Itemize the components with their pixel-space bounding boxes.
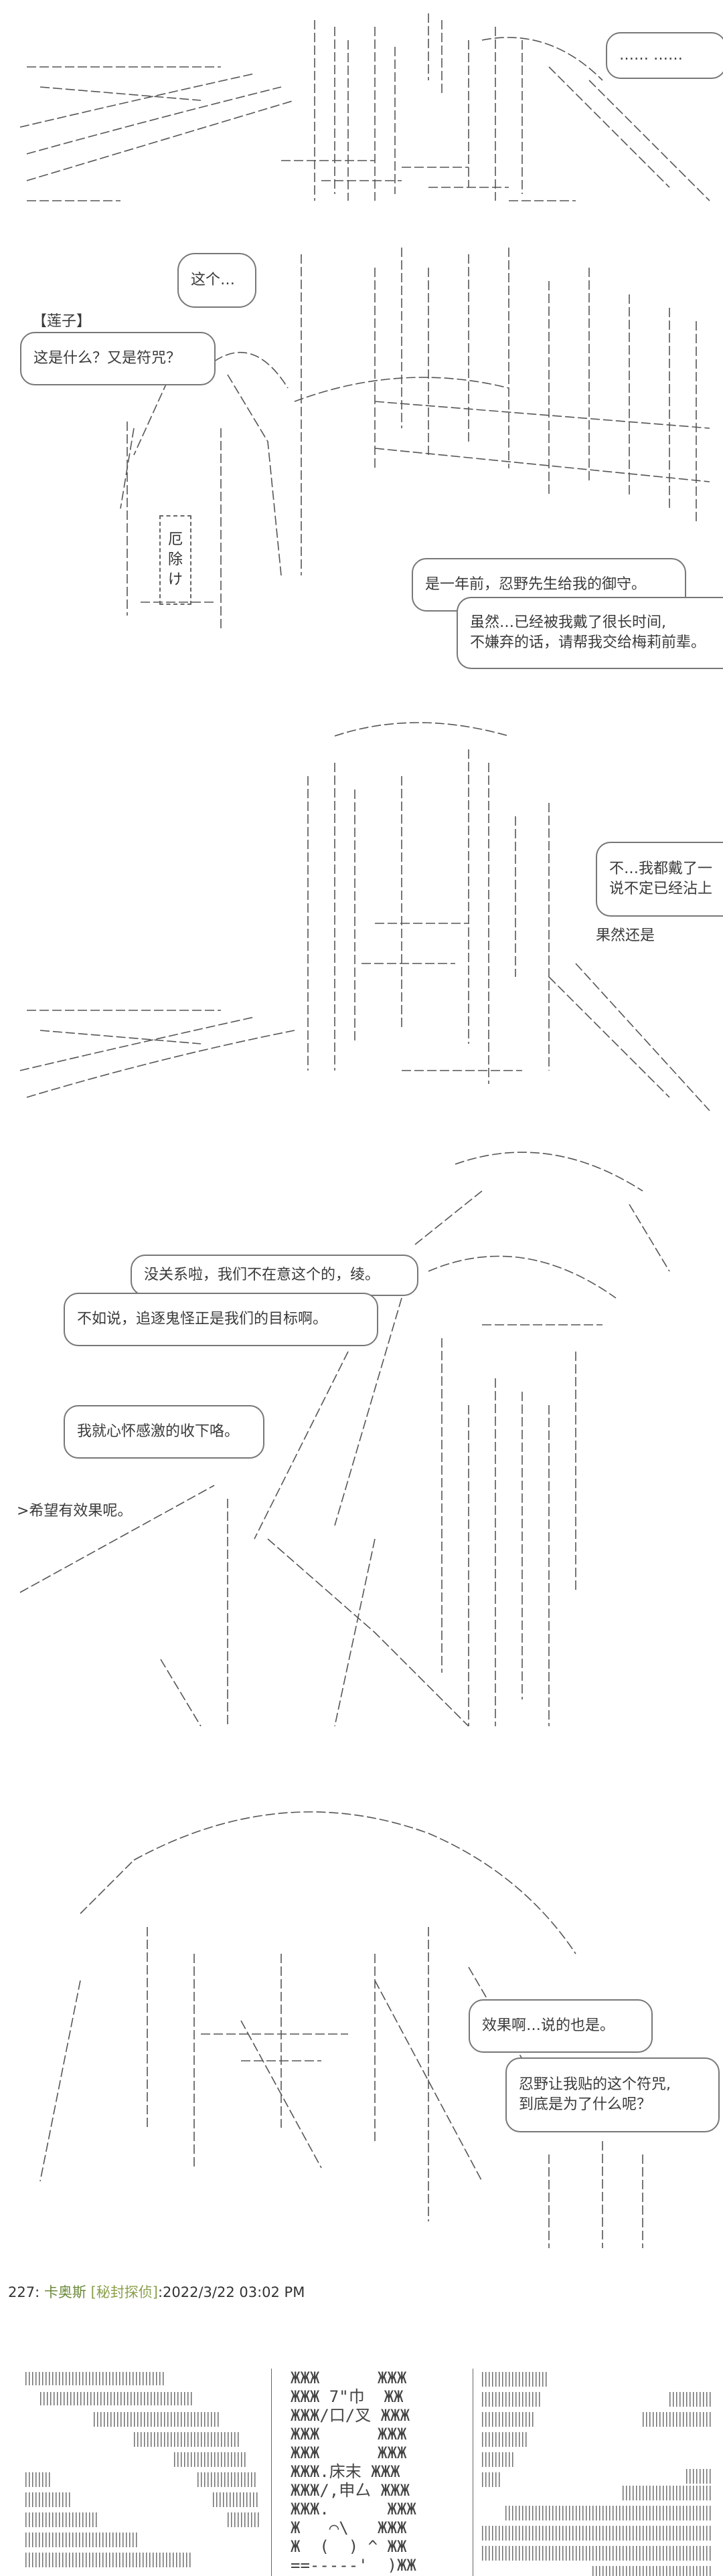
charm-art-row: ЖЖЖ ЖЖЖ	[291, 2369, 407, 2387]
bubble-text: 这个…	[191, 272, 236, 288]
speech-bubble-why: 忍野让我贴的这个符咒, 到底是为了什么呢？	[505, 2057, 720, 2132]
panel-1-ascii-art	[0, 0, 723, 227]
hatch-art	[482, 2412, 536, 2427]
bubble-line: 说不定已经沾上	[609, 881, 713, 897]
charm-art-row: ЖЖЖ/口/叉 ЖЖЖ	[291, 2406, 410, 2425]
bubble-text: 没关系啦，我们不在意这个的，绫。	[144, 1267, 380, 1283]
hatch-art	[592, 2566, 713, 2576]
hatch-art	[482, 2546, 713, 2561]
bubble-text: 这是什么？又是符咒？	[33, 350, 181, 367]
bubble-line: 忍野让我贴的这个符咒,	[519, 2076, 671, 2093]
bubble-line: 不嫌弃的话，请帮我交给梅莉前辈。	[470, 634, 706, 651]
bubble-text: 我就心怀感激的收下咯。	[77, 1423, 240, 1440]
speech-bubble-what: 这是什么？又是符咒？	[20, 332, 216, 385]
speech-bubble-accept: 我就心怀感激的收下咯。	[64, 1405, 264, 1459]
hatch-art	[669, 2392, 713, 2407]
charm-art-box: ЖЖЖ ЖЖЖ ЖЖЖ 7"巾 ЖЖ ЖЖЖ/口/叉 ЖЖЖ ЖЖЖ ЖЖЖ Ж…	[271, 2369, 473, 2576]
hatch-art	[40, 2392, 194, 2405]
hatch-art	[134, 2432, 241, 2447]
bubble-line: 虽然…已经被我戴了很长时间,	[470, 614, 666, 631]
hatch-art	[213, 2492, 260, 2507]
hatch-art	[174, 2452, 248, 2467]
speech-bubble-although: 虽然…已经被我戴了很长时间, 不嫌弃的话，请帮我交给梅莉前辈。	[457, 597, 723, 669]
hatch-art	[643, 2412, 713, 2427]
speaker-label: 【莲子】	[32, 313, 92, 330]
bubble-line: 到底是为了什么呢？	[519, 2096, 652, 2113]
charm-art-row: ==----‐' )ЖЖ	[291, 2556, 416, 2575]
hatch-art	[25, 2492, 72, 2507]
charm-art-row: ЖЖЖ/,申厶 ЖЖЖ	[291, 2481, 410, 2500]
speech-bubble-ellipsis: …… ……	[606, 32, 723, 79]
charm-char: 除	[167, 551, 183, 568]
hatch-art	[505, 2506, 713, 2520]
bubble-text: 是一年前，忍野先生给我的御守。	[425, 576, 647, 593]
bubble-text: 效果啊…说的也是。	[482, 2017, 615, 2034]
charm-art-row: Ж ( ) ^ ЖЖ	[291, 2537, 407, 2556]
bubble-text: …… ……	[619, 47, 683, 64]
hatch-art	[94, 2412, 221, 2427]
narration-as-expected: 果然还是	[596, 927, 655, 944]
charm-art-row: ЖЖЖ ЖЖЖ	[291, 2425, 407, 2444]
hatch-art	[482, 2472, 502, 2487]
hatch-art	[482, 2526, 713, 2541]
bubble-text: 不如说，追逐鬼怪正是我们的目标啊。	[77, 1311, 328, 1327]
hatch-art	[623, 2486, 713, 2500]
hatch-art	[482, 2452, 515, 2467]
charm-art-row: Ж ⌒\ ЖЖЖ	[291, 2518, 407, 2537]
hatch-art	[25, 2533, 139, 2547]
post-number: 227:	[8, 2284, 40, 2300]
charm-char: 厄	[167, 531, 183, 548]
speech-bubble-effect: 效果啊…说的也是。	[469, 1999, 653, 2053]
charm-art-row: ЖЖЖ 7"巾 ЖЖ	[291, 2387, 404, 2406]
speech-bubble-ok: 没关系啦，我们不在意这个的，绫。	[131, 1255, 418, 1296]
hatch-art	[25, 2553, 193, 2567]
charm-art-row: ЖЖЖ. ЖЖЖ	[291, 2500, 416, 2518]
charm-art-row: ЖЖЖ ЖЖЖ	[291, 2444, 407, 2462]
narration-hope: >希望有效果呢。	[17, 1503, 133, 1520]
hatch-art	[197, 2472, 258, 2487]
hatch-art	[482, 2432, 529, 2447]
post-timestamp: :2022/3/22 03:02 PM	[157, 2284, 305, 2300]
speech-bubble-this: 这个…	[177, 253, 256, 308]
speech-bubble-no: 不…我都戴了一 说不定已经沾上	[596, 842, 723, 917]
charm-char: け	[167, 571, 183, 588]
hatch-art	[482, 2392, 542, 2407]
post-header: 227: 卡奥斯 [秘封探侦]:2022/3/22 03:02 PM	[8, 2282, 305, 2302]
panel-3-ascii-art	[0, 696, 723, 1124]
hatch-art	[25, 2372, 166, 2385]
hatch-art	[25, 2512, 99, 2527]
charm-yakuyoke: 厄 除 け	[159, 515, 191, 605]
panel-2-ascii-art	[0, 227, 723, 696]
speech-bubble-rather: 不如说，追逐鬼怪正是我们的目标啊。	[64, 1293, 378, 1346]
panel-4-ascii-art	[0, 1124, 723, 1726]
hatch-art	[686, 2469, 713, 2484]
poster-trip: [秘封探侦]	[90, 2284, 158, 2300]
bubble-line: 不…我都戴了一	[609, 860, 713, 877]
charm-art-row: ЖЖЖ.床末 ЖЖЖ	[291, 2462, 400, 2481]
poster-name[interactable]: 卡奥斯	[44, 2284, 86, 2300]
hatch-art	[25, 2472, 52, 2487]
hatch-art	[482, 2372, 549, 2387]
hatch-art	[228, 2512, 261, 2527]
